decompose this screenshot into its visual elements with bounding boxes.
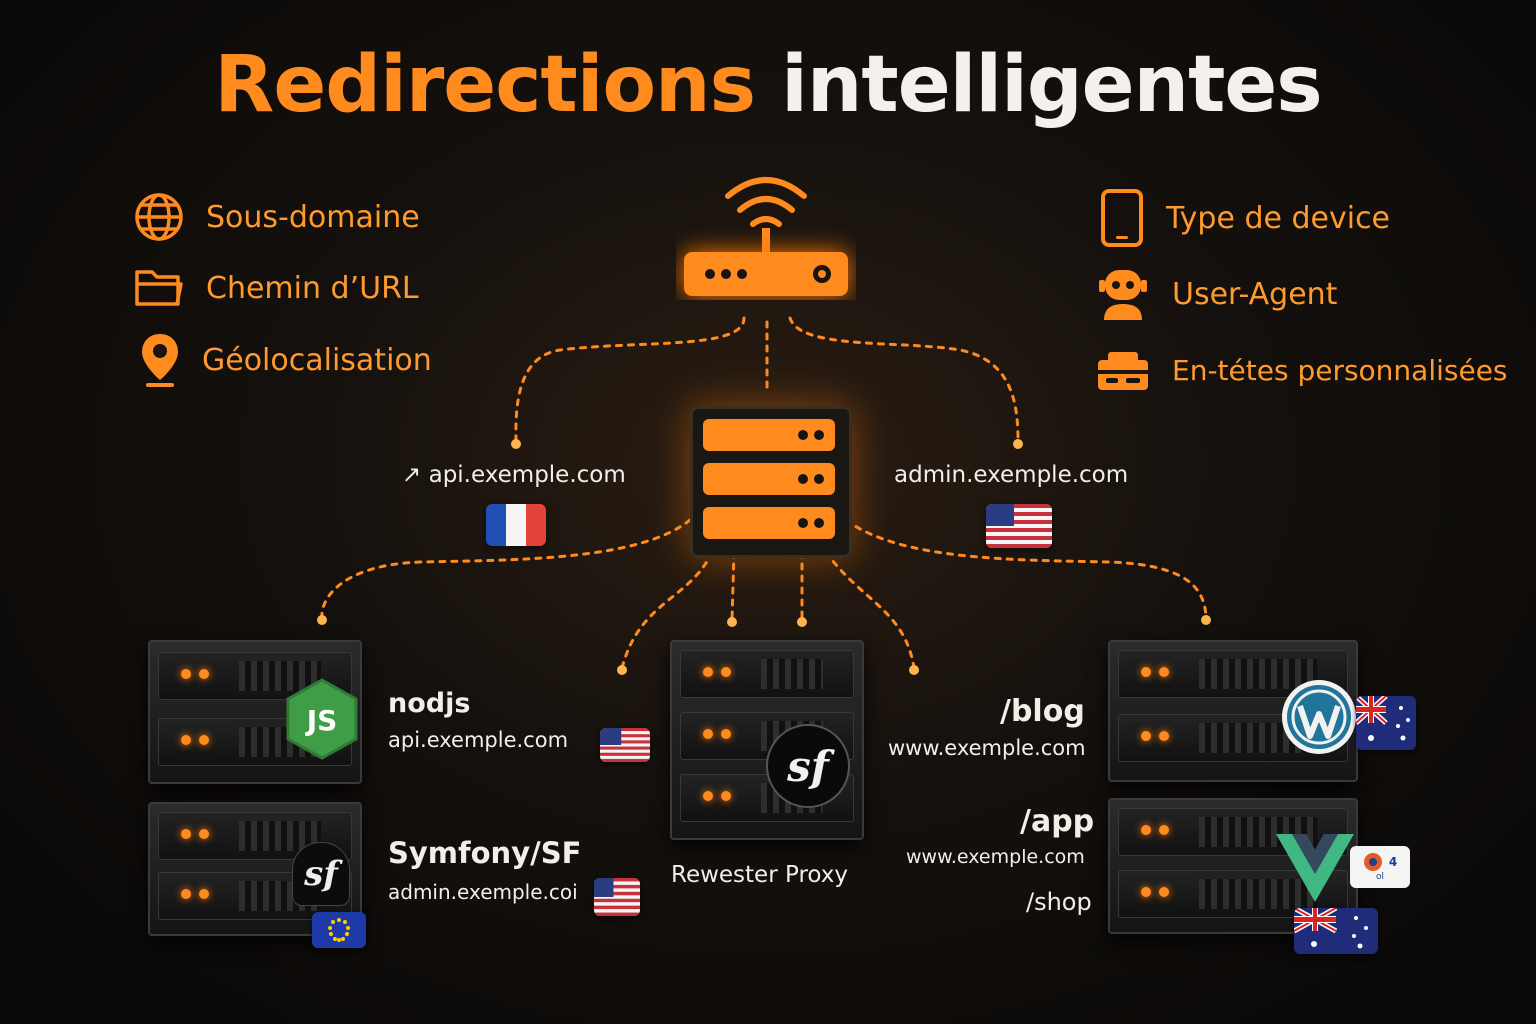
route-label-right: admin.exemple.com [894,462,1128,488]
robot-icon [1099,270,1147,320]
proxy-logo-text: sf [787,741,829,791]
vue-logo [1274,832,1356,904]
backend-name-symfony: Symfony/SF [388,836,582,870]
route-host: admin.exemple.com [894,462,1129,488]
link-end-dot [1201,615,1211,625]
nodejs-logo: JS [286,678,358,760]
route-label-left: ↗ api.exemple.com [402,462,626,488]
flag-usa-icon [594,878,640,916]
central-server [690,406,852,558]
proxy-name: Rewester Proxy [671,862,848,888]
headers-icon [1098,352,1148,390]
flag-eu-icon [312,912,366,948]
badge-sub: ol [1375,872,1384,882]
link-server-proxy-b [730,550,736,622]
backend-host-nodejs: api.exemple.com [388,728,569,752]
route-host: api.exemple.com [428,462,626,488]
router-icon [684,177,848,296]
link-router-right [788,316,1020,442]
rack-unit [680,650,854,698]
arrow-icon: ↗ [402,462,422,488]
backend-host-app: www.exemple.com [906,846,1085,868]
page-title: Redirections intelligentes [0,40,1536,130]
backend-path-app: /app [1020,804,1095,839]
proxy-symfony-logo: sf [766,724,850,808]
title-highlight: Redirections [214,40,756,130]
circle-logo-icon [1363,853,1382,871]
link-server-proxy-d [824,550,916,670]
title-rest: intelligentes [781,40,1323,130]
criterion-label: Géolocalisation [202,342,432,378]
link-router-left [514,316,746,442]
link-end-dot [797,617,807,627]
backend-name-nodejs: nodjs [388,688,471,719]
link-end-dot [317,615,327,625]
link-end-dot [1013,439,1023,449]
criterion-device-type: Type de device [1100,188,1390,248]
link-server-blog [844,518,1208,620]
criterion-user-agent: User-Agent [1096,266,1337,322]
link-end-dot [727,617,737,627]
backend-host-blog: www.exemple.com [888,736,1086,760]
link-end-dot [617,665,627,675]
link-server-proxy-a [620,550,714,670]
criterion-label: En-tétes personnalisées [1172,353,1508,387]
location-pin-icon [142,334,178,387]
flag-australia-icon [1294,908,1378,954]
backend-host-symfony: admin.exemple.coi [388,880,578,904]
smartphone-icon [1101,189,1143,247]
badge-digit: 4 [1388,855,1398,869]
criterion-url-path: Chemin d’URL [134,266,419,310]
link-end-dot [511,439,521,449]
link-server-nodejs [320,518,692,620]
symfony-logo: sf [292,842,350,906]
backend-path-shop: /shop [1026,888,1092,916]
nodejs-logo-text: JS [305,704,338,737]
symfony-logo-text: sf [304,854,338,894]
globe-icon [135,193,183,241]
criterion-label: User-Agent [1172,276,1338,312]
server-stack-icon [703,419,835,539]
flag-usa-icon [986,504,1052,548]
criterion-geolocation: Géolocalisation [140,332,432,388]
criterion-subdomain: Sous-domaine [134,192,420,242]
criterion-label: Sous-domaine [206,199,420,235]
flag-australia-icon [1356,696,1416,750]
criterion-custom-headers: En-tétes personnalisées [1096,348,1508,392]
backend-path-blog: /blog [1000,694,1085,729]
flag-usa-icon [600,728,650,762]
folder-icon [135,270,183,306]
flag-france-icon [486,504,546,546]
criterion-label: Type de device [1166,200,1391,236]
router-node [676,170,856,300]
wordpress-logo [1280,678,1358,756]
app-badge: 4 ol [1350,846,1410,888]
link-end-dot [909,665,919,675]
criterion-label: Chemin d’URL [206,270,419,306]
